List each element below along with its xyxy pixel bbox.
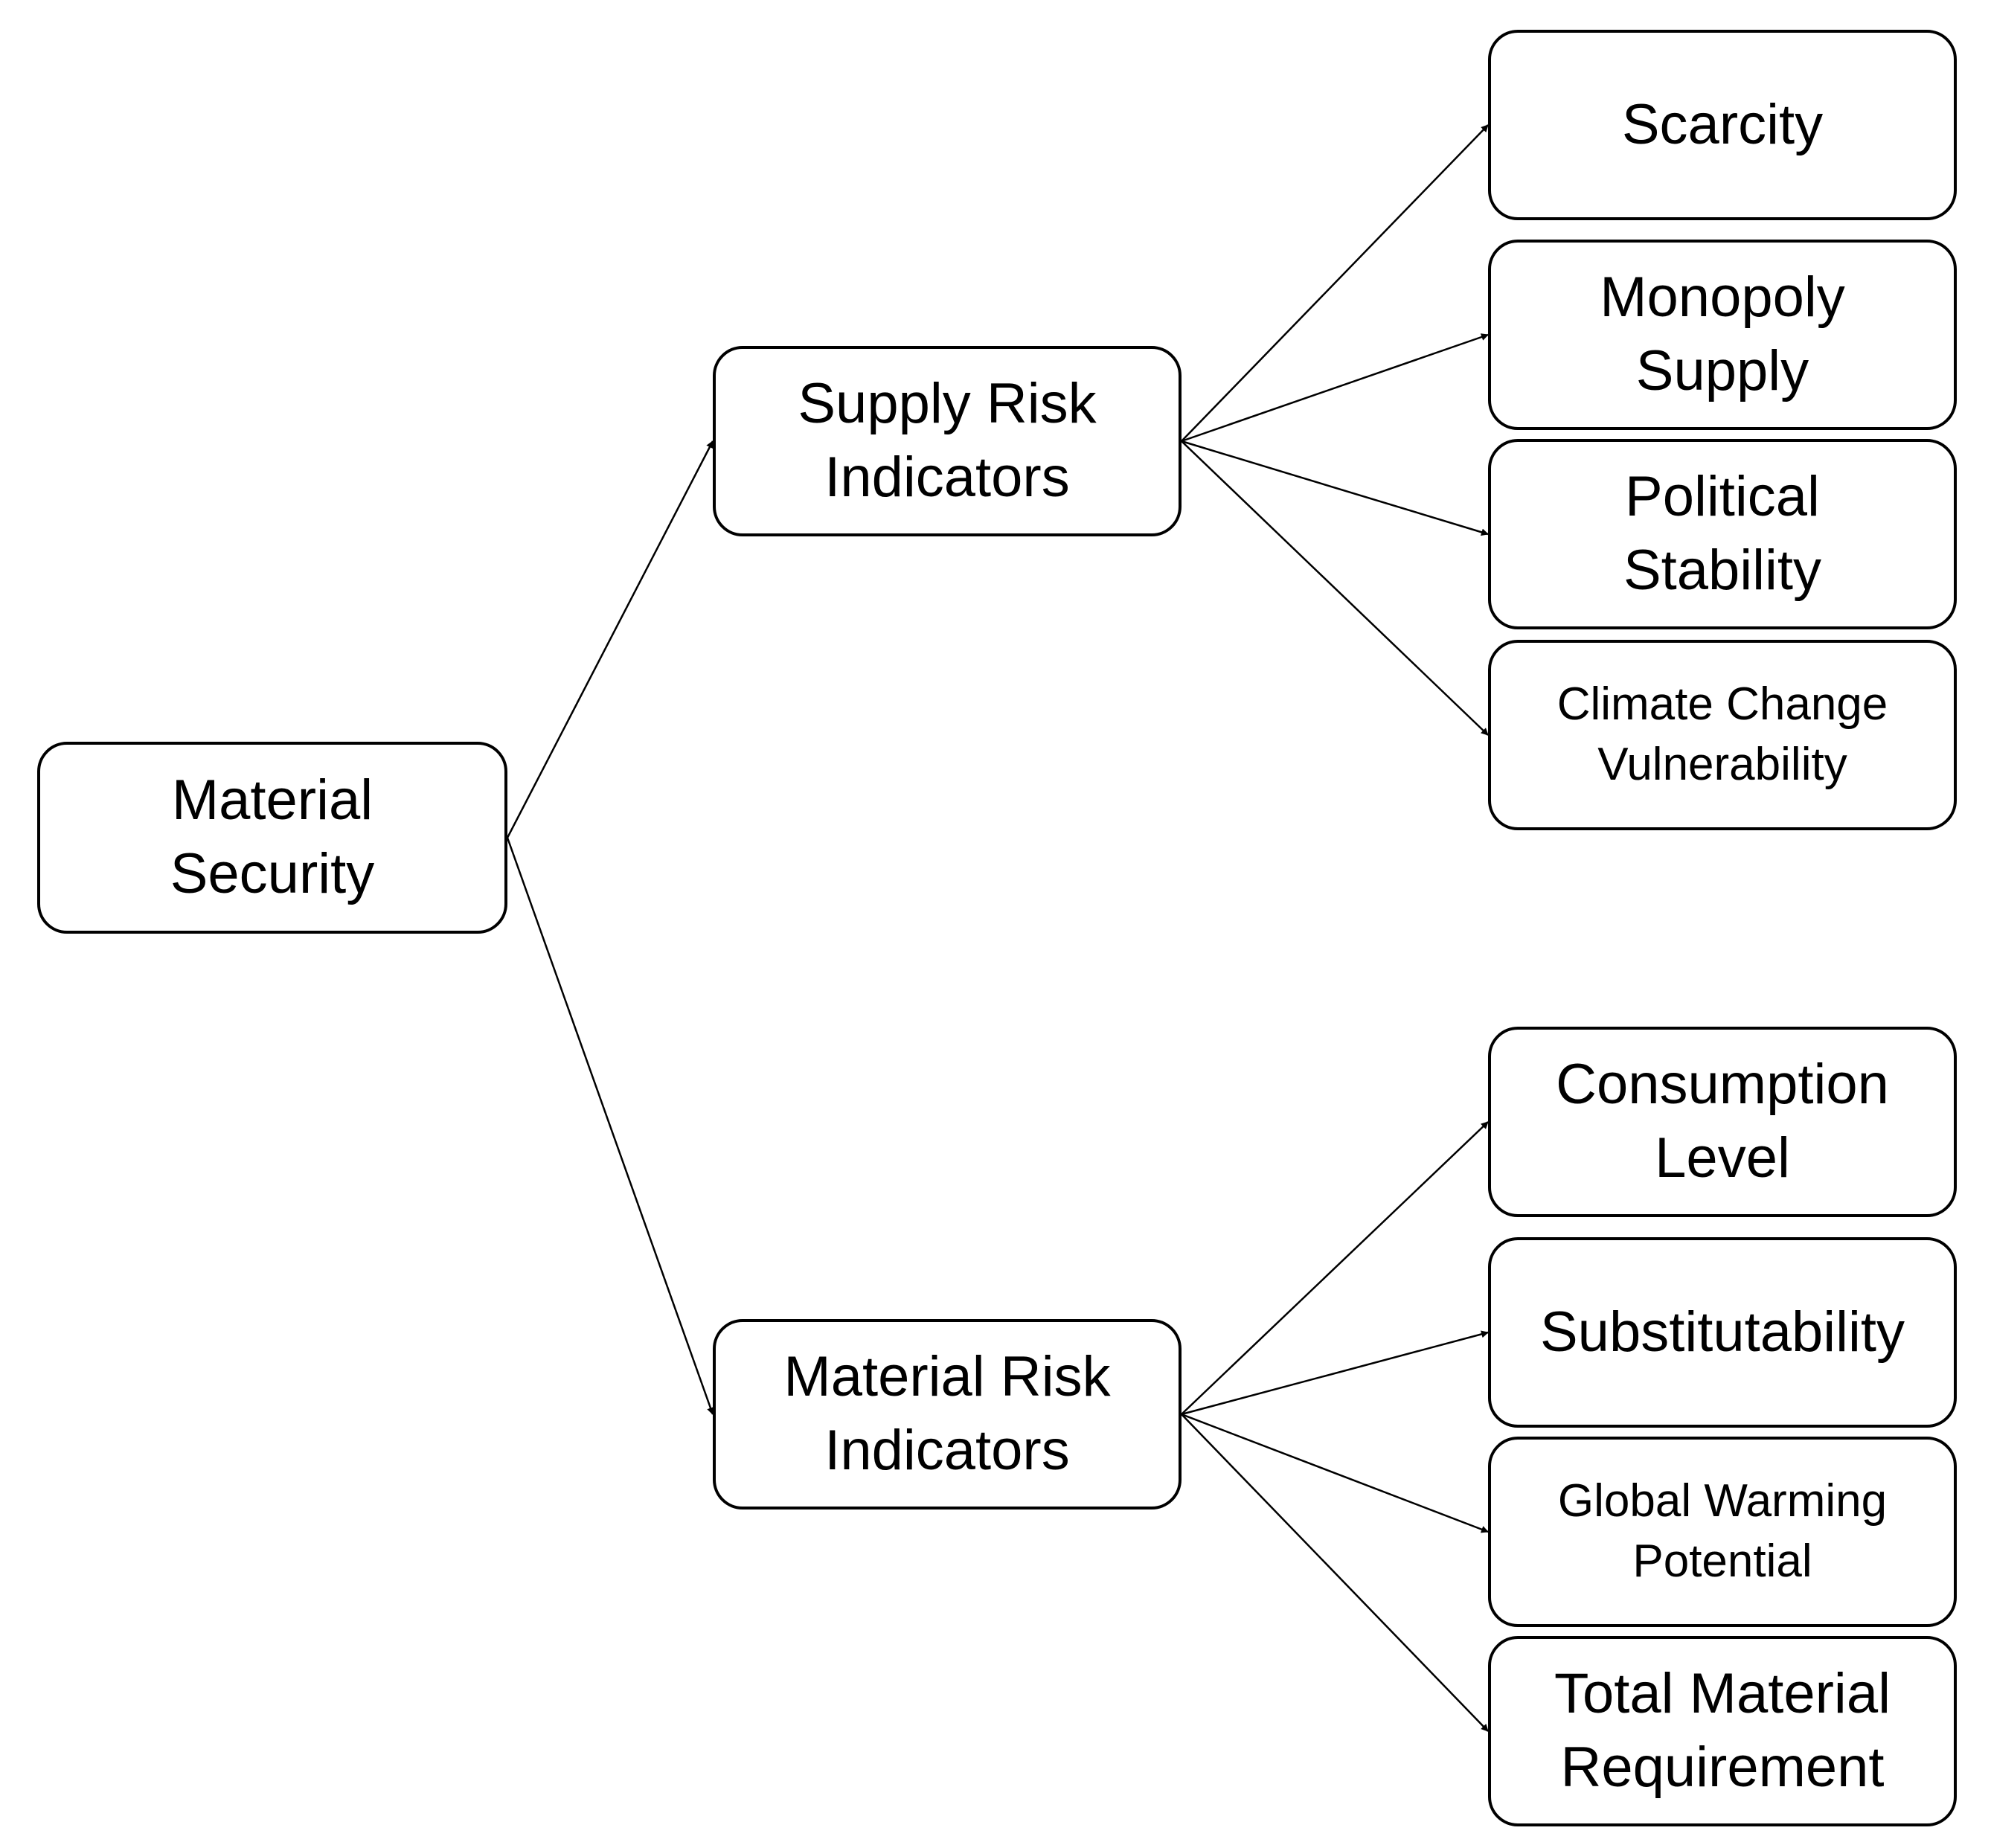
node-supply-risk-indicators: Supply Risk Indicators (713, 346, 1182, 536)
node-monopoly-supply: Monopoly Supply (1488, 240, 1957, 430)
edge-material-to-tmr (1181, 1414, 1489, 1732)
node-political-stability: Political Stability (1488, 439, 1957, 629)
node-label: Scarcity (1621, 92, 1824, 156)
edge-material-to-consumption (1181, 1121, 1489, 1415)
edge-supply-to-scarcity (1181, 124, 1489, 442)
node-label: Climate Change Vulnerability (1556, 678, 1888, 790)
node-global-warming-potential: Global Warming Potential (1488, 1437, 1957, 1627)
node-label: Material Security (170, 769, 375, 905)
node-material-risk-indicators: Material Risk Indicators (713, 1319, 1182, 1509)
edge-material-to-substitutability (1181, 1330, 1489, 1416)
node-label: Total Material Requirement (1554, 1662, 1891, 1799)
node-label: Substitutability (1539, 1300, 1905, 1364)
node-label: Material Risk Indicators (783, 1345, 1111, 1482)
node-label: Political Stability (1623, 465, 1822, 602)
node-substitutability: Substitutability (1488, 1237, 1957, 1428)
node-consumption-level: Consumption Level (1488, 1027, 1957, 1217)
edge-material-to-gwp (1181, 1413, 1489, 1533)
node-label: Supply Risk Indicators (798, 372, 1097, 509)
node-label: Global Warming Potential (1557, 1475, 1888, 1587)
edge-root-to-supply (506, 440, 714, 838)
edge-root-to-material (506, 837, 714, 1415)
node-total-material-requirement: Total Material Requirement (1488, 1636, 1957, 1826)
edge-supply-to-political (1181, 440, 1489, 536)
edge-supply-to-monopoly (1181, 333, 1489, 443)
node-label: Monopoly Supply (1600, 266, 1845, 402)
node-scarcity: Scarcity (1488, 30, 1957, 220)
node-label: Consumption Level (1556, 1053, 1889, 1190)
node-climate-change-vulnerability: Climate Change Vulnerability (1488, 640, 1957, 830)
edge-supply-to-climate (1181, 440, 1489, 736)
node-material-security: Material Security (37, 742, 507, 934)
